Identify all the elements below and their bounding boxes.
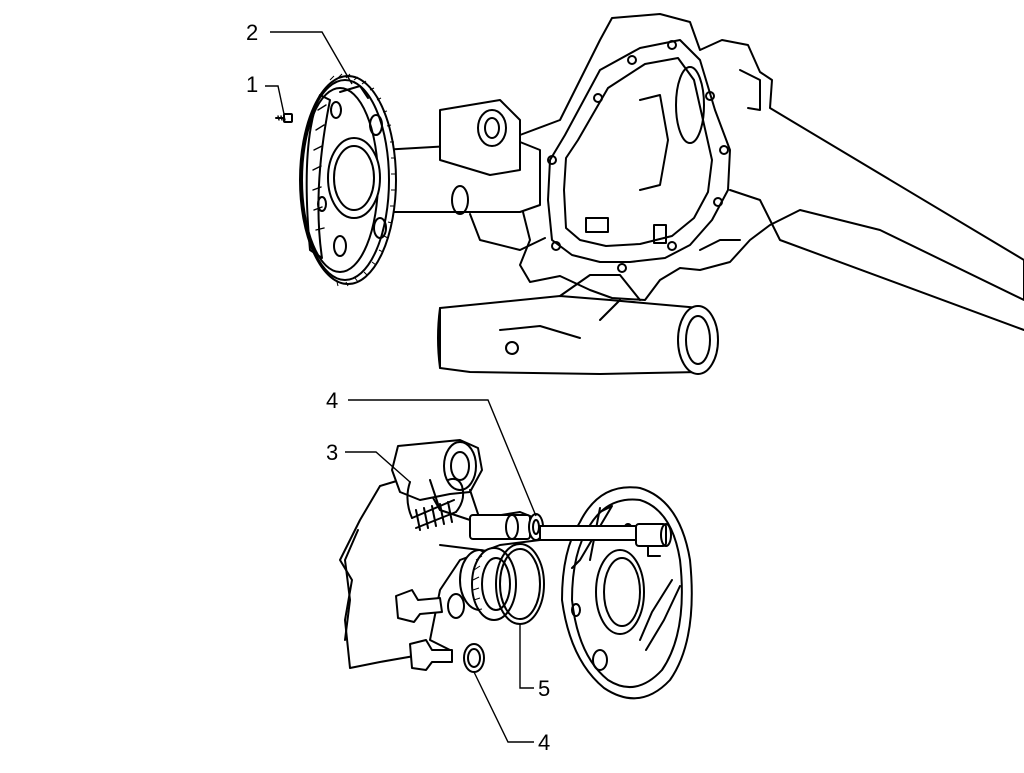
callout-labels: 1 2 3 4 4 5	[246, 20, 550, 755]
callout-label-4-upper: 4	[326, 388, 338, 413]
leader-4-upper	[348, 399, 537, 517]
callout-label-3: 3	[326, 440, 338, 465]
callout-label-2: 2	[246, 20, 258, 45]
screw-part	[275, 113, 293, 123]
callout-leaders	[265, 31, 537, 743]
gearbox-housing	[504, 13, 1024, 331]
swing-arm-tube	[437, 274, 719, 375]
lower-assembly	[339, 439, 693, 700]
leader-4-lower	[473, 671, 534, 743]
return-spring	[406, 477, 465, 531]
brake-lever	[391, 439, 531, 540]
callout-label-5: 5	[538, 676, 550, 701]
leader-5	[519, 624, 534, 689]
small-washer	[447, 593, 465, 619]
brake-backing-plate-upper	[299, 73, 397, 287]
leader-3	[345, 451, 411, 483]
o-ring-lower	[463, 643, 485, 673]
threaded-ring	[471, 547, 517, 621]
callout-label-1: 1	[246, 72, 258, 97]
callout-label-4-lower: 4	[538, 730, 550, 755]
leader-1	[265, 85, 285, 115]
leader-2	[270, 31, 353, 85]
upper-assembly	[275, 13, 1024, 375]
brake-backing-plate-lower	[539, 486, 693, 700]
